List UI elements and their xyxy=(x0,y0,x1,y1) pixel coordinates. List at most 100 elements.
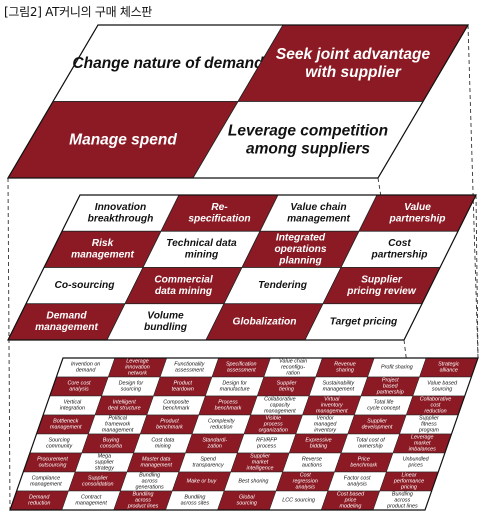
bottom-cell-label: sourcing xyxy=(237,500,257,506)
bottom-cell-label: management xyxy=(141,462,173,468)
middle-cell-target-pricing: Target pricing xyxy=(304,303,423,341)
bottom-cell-make-or-buy: Make or buy xyxy=(171,471,232,492)
bottom-cell-label: process xyxy=(263,422,283,428)
bottom-cell-label: Supplier xyxy=(250,454,270,460)
bottom-cell-label: mining xyxy=(155,443,171,449)
bottom-cell-label: benchmark xyxy=(350,462,377,468)
middle-cell-label: Globalization xyxy=(233,316,297,327)
bottom-cell-label: benchmark xyxy=(215,405,242,411)
bottom-cell-label: Vertical xyxy=(63,400,82,406)
top-board-border xyxy=(6,24,470,179)
bottom-cell-label: zation xyxy=(207,443,222,449)
bottom-cell-label: Sourcing xyxy=(48,438,69,444)
bottom-cell-label: cost xyxy=(431,403,441,409)
bottom-cell-label: teardown xyxy=(172,386,194,392)
bottom-cell-label: inventory xyxy=(314,427,336,433)
bottom-cell-label: market xyxy=(252,460,269,466)
middle-cell-label: Re- xyxy=(211,202,228,213)
bottom-cell-label: management xyxy=(264,408,296,414)
middle-cell-label: management xyxy=(287,213,350,224)
bottom-cell-label: product lines xyxy=(386,503,418,509)
bottom-cell-label: prices xyxy=(407,462,423,468)
bottom-cell-label: Reverse xyxy=(302,457,322,463)
bottom-cell-label: framework xyxy=(105,422,130,428)
bottom-cell-label: reduction xyxy=(210,424,232,430)
bottom-cell-label: supplier xyxy=(95,460,114,466)
bottom-cell-label: strategy xyxy=(95,465,114,471)
bottom-cell-label: process xyxy=(256,443,276,449)
bottom-cell-label: Supplier xyxy=(367,419,387,425)
bottom-cell-label: Virtual xyxy=(324,397,340,403)
bottom-cell-label: Core cost xyxy=(67,381,91,387)
bottom-cell-label: Functionality xyxy=(174,362,205,368)
bottom-cell-label: fitness xyxy=(421,422,437,428)
middle-cell-label: pricing review xyxy=(346,286,417,297)
bottom-cell-label: Linear xyxy=(402,473,417,479)
middle-cell-label: planning xyxy=(278,255,322,266)
middle-cell-co-sourcing: Co-sourcing xyxy=(25,267,144,305)
middle-cell-label: Commercial xyxy=(154,274,212,285)
middle-cell-label: mining xyxy=(185,250,219,261)
top-cell-label: Manage spend xyxy=(69,131,177,148)
bottom-cell-label: RFI/RFP xyxy=(256,438,277,444)
bottom-cell-label: Process xyxy=(218,400,238,406)
bottom-cell-label: pricing xyxy=(400,484,417,490)
bottom-cell-label: across xyxy=(135,498,151,504)
bottom-cell-label: Revenue xyxy=(334,362,356,368)
bottom-cell-label: management xyxy=(75,500,107,506)
bottom-cell-label: community xyxy=(46,443,72,449)
bottom-cell-label: price xyxy=(344,498,357,504)
middle-board-border xyxy=(7,194,477,341)
bottom-cell-label: innovation xyxy=(125,365,150,371)
bottom-cell-label: across sites xyxy=(181,500,210,506)
bottom-cell-label: benchmark xyxy=(163,405,190,411)
bottom-cell-label: Project xyxy=(382,378,399,384)
figure-caption: [그림2] AT커니의 구매 체스판 xyxy=(4,5,153,19)
bottom-cell-label: imbalances xyxy=(409,446,437,452)
bottom-cell-label: Bundling xyxy=(133,492,154,498)
bottom-cell-label: reconfigu- xyxy=(281,365,305,371)
dashed-connector-line xyxy=(467,24,479,359)
bottom-level-board: Invention ondemandLeverageinnovationnetw… xyxy=(9,357,479,511)
bottom-cell-label: sourcing xyxy=(121,386,141,392)
bottom-cell-label: consortia xyxy=(100,443,122,449)
middle-cell-label: Tendering xyxy=(258,280,308,291)
bottom-cell-label: alliance xyxy=(440,367,458,373)
bottom-cell-label: benchmark xyxy=(156,424,183,430)
middle-cell-label: Volume xyxy=(147,311,184,322)
bottom-cell-label: Bundling xyxy=(392,492,413,498)
bottom-cell-label: Design for xyxy=(222,381,247,387)
bottom-cell-label: Invention on xyxy=(71,362,100,368)
bottom-cell-label: analysis xyxy=(69,386,89,392)
middle-cell-label: management xyxy=(71,250,134,261)
bottom-cell-label: Cost xyxy=(300,473,312,479)
